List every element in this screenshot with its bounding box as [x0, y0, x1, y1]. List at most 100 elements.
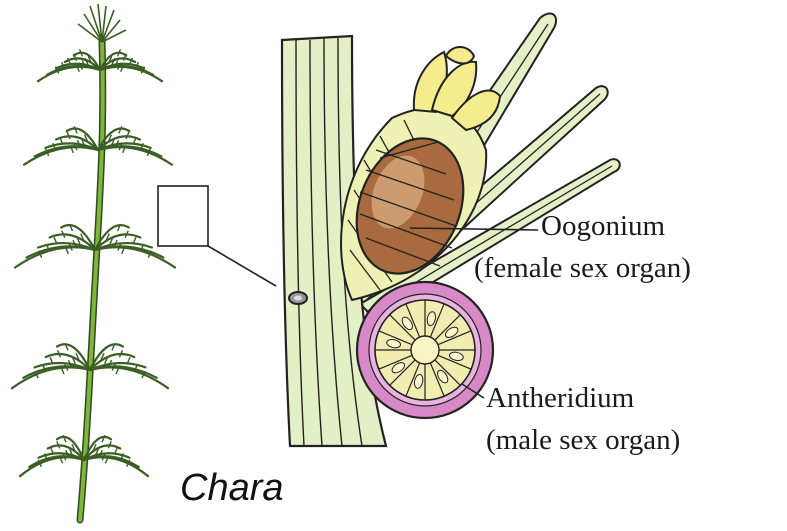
whorl-branch: [88, 366, 170, 390]
branch-node: [73, 126, 78, 134]
branch-node: [81, 60, 86, 68]
shield-cell: [426, 311, 437, 327]
whorl-branch: [55, 435, 86, 462]
branch-node: [49, 356, 54, 365]
whorl-branch: [37, 452, 86, 462]
branch-node: [66, 131, 71, 140]
branch-node: [68, 243, 73, 251]
plant-apex: [77, 3, 127, 43]
shield-cell-ray: [437, 330, 472, 346]
branch-node: [122, 53, 128, 61]
oogonium-note: (female sex organ): [474, 252, 691, 284]
branch-node: [56, 441, 61, 449]
branch-node: [132, 137, 137, 145]
branch-node: [83, 134, 89, 142]
whorl-branch: [54, 135, 100, 152]
branch-node: [71, 443, 76, 452]
branch-node: [61, 230, 66, 238]
shield-cell: [386, 338, 402, 349]
branch-node: [115, 366, 120, 375]
branch-node: [66, 57, 72, 66]
branch-node: [146, 148, 151, 157]
branch-node: [118, 126, 123, 134]
branch-node: [118, 350, 124, 358]
branch-node: [140, 66, 145, 74]
branch-node: [125, 131, 130, 140]
branch-node: [64, 363, 69, 371]
branch-node: [78, 49, 84, 57]
oogonium-crown: [412, 46, 502, 132]
branch-node: [95, 446, 100, 455]
whorl-branch: [98, 51, 128, 72]
branch-node: [116, 223, 122, 232]
branch-node: [111, 137, 116, 145]
branch-node: [68, 223, 74, 232]
branch-node: [101, 434, 106, 443]
branch-node: [68, 446, 73, 455]
magnify-connector: [207, 245, 277, 287]
antheridium-label: Antheridium: [486, 382, 635, 414]
branch-node: [126, 356, 131, 365]
branch-node: [75, 352, 80, 361]
whorl-branch: [82, 456, 150, 478]
shield-cell: [448, 351, 464, 362]
branch-node: [80, 233, 85, 241]
shield-cell-ray: [429, 362, 445, 397]
branch-node: [104, 356, 109, 364]
whorl-branch: [93, 224, 130, 252]
branch-node: [126, 459, 131, 468]
branch-node: [141, 370, 146, 379]
plant-whorls: [10, 49, 177, 478]
whorl-branch: [98, 57, 137, 72]
shield-cell-ray: [378, 354, 413, 370]
branch-node: [71, 356, 76, 364]
branch-node: [65, 449, 70, 458]
shield-cell-ray: [434, 314, 461, 341]
shield-cell-ray: [389, 314, 416, 341]
whorl-branch: [63, 57, 102, 72]
branch-node: [111, 343, 116, 351]
whorl-branch: [37, 242, 97, 252]
whorl-branch: [55, 343, 92, 372]
chara-plant: [10, 3, 277, 524]
branch-node: [109, 236, 114, 245]
whorl-branch: [54, 62, 102, 72]
shield-cell-ray: [405, 303, 421, 338]
shield-cell-ray: [434, 359, 461, 386]
branch-node: [124, 230, 129, 238]
branch-node: [113, 447, 118, 455]
shield-cell: [437, 369, 449, 384]
shield-cell-ray: [389, 359, 416, 386]
shield-cell-ray: [437, 354, 472, 370]
whorl-branch: [46, 444, 86, 462]
branch-node: [122, 145, 127, 154]
magnified-view: [280, 12, 621, 448]
whorl-branch: [60, 224, 97, 252]
branch-node: [67, 359, 73, 368]
oogonium-label: Oogonium: [541, 210, 666, 242]
branch-node: [50, 447, 55, 455]
whorl-branch: [44, 352, 92, 372]
whorl-branch: [96, 127, 131, 152]
branch-node: [62, 434, 67, 443]
shield-cell: [401, 316, 413, 331]
whorl-branch: [33, 361, 92, 372]
shield-cell: [413, 373, 424, 389]
shield-cell: [444, 326, 459, 338]
branch-node: [64, 343, 69, 351]
magnified-region-box: [157, 185, 209, 247]
antheridium-note: (male sex organ): [486, 424, 681, 456]
branch-node: [56, 350, 62, 358]
oogonium-leader-line: [409, 227, 539, 231]
branch-node: [60, 366, 65, 375]
shield-cell-ray: [405, 362, 421, 397]
branch-node: [76, 236, 81, 245]
whorl-branch: [65, 127, 100, 152]
branch-node: [107, 441, 112, 449]
branch-node: [59, 456, 64, 464]
branch-node: [76, 140, 82, 148]
whorl-branch: [93, 233, 142, 252]
whorl-branch: [82, 435, 113, 462]
